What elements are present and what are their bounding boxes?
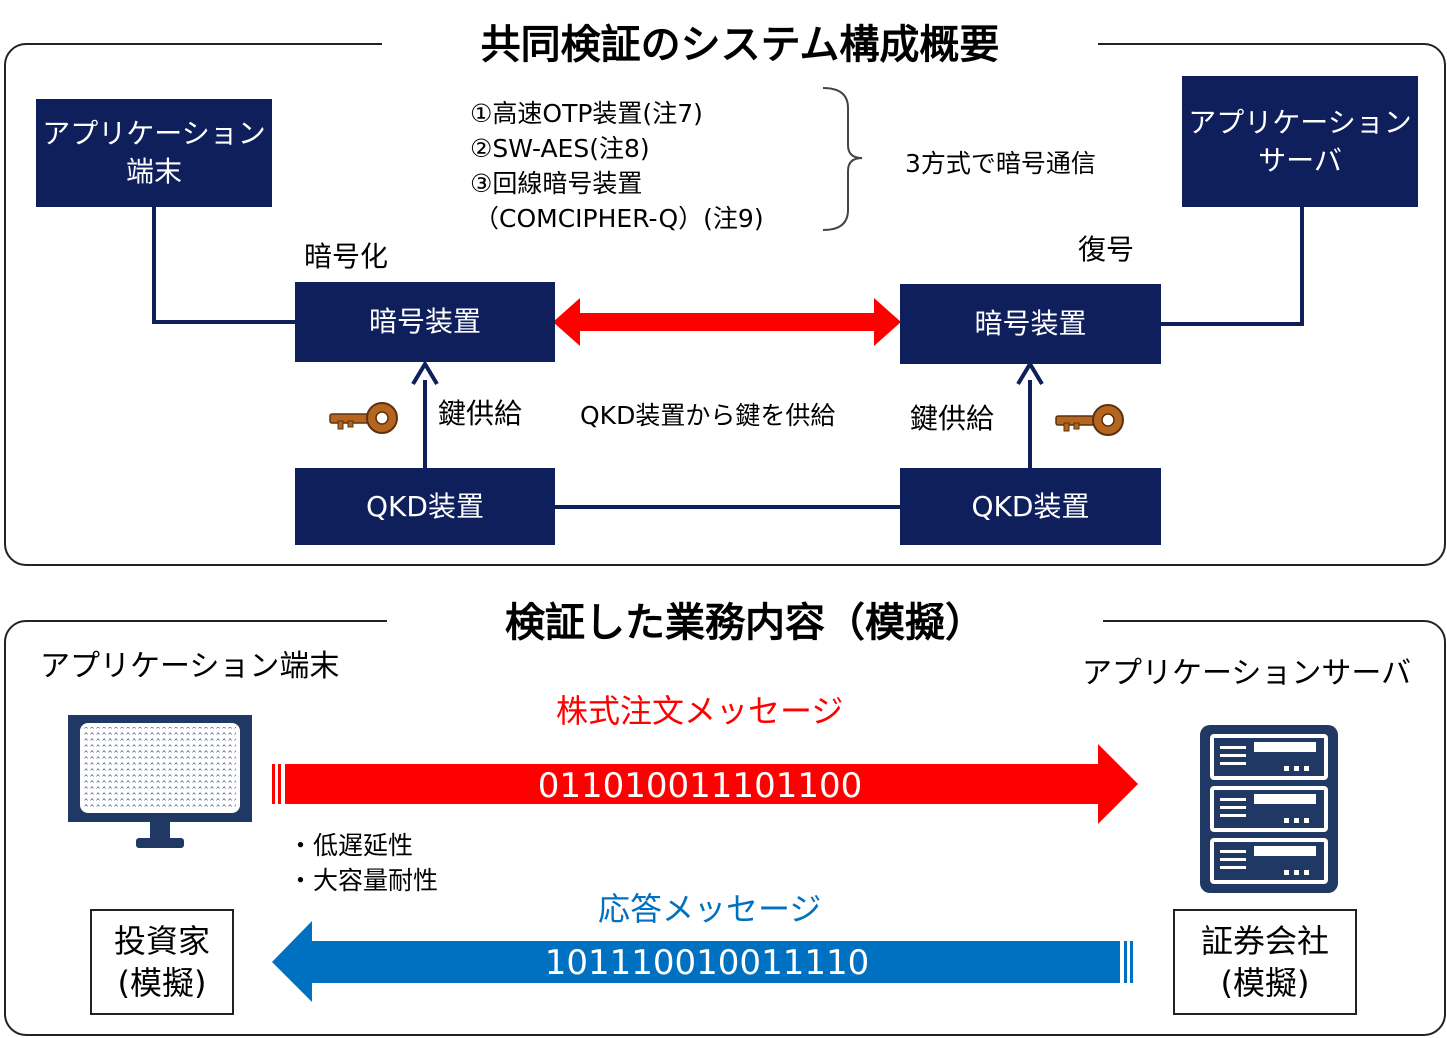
- terminal-caption: アプリケーション端末: [40, 649, 340, 684]
- app-server-label: アプリケーション サーバ: [1188, 105, 1412, 177]
- response-bits: 101110010011110: [544, 943, 870, 983]
- methods-note: 3方式で暗号通信: [905, 149, 1096, 178]
- app-terminal-box: アプリケーション 端末: [36, 99, 272, 207]
- key-supply-left-label: 鍵供給: [438, 397, 523, 430]
- qkd-device-left-label: QKD装置: [366, 489, 484, 523]
- crypto-device-right-label: 暗号装置: [974, 307, 1087, 340]
- order-message-label: 株式注文メッセージ: [556, 692, 844, 730]
- method-3: ③回線暗号装置: [470, 169, 643, 198]
- server-caption: アプリケーションサーバ: [1082, 656, 1412, 691]
- qkd-supply-note: QKD装置から鍵を供給: [580, 401, 836, 430]
- method-2: ②SW-AES(注8): [470, 134, 650, 163]
- response-message-label: 応答メッセージ: [598, 890, 822, 928]
- decrypt-label: 復号: [1078, 233, 1135, 266]
- qkd-device-left: QKD装置: [295, 468, 555, 545]
- crypto-device-right: 暗号装置: [900, 284, 1161, 364]
- method-3-detail: （COMCIPHER-Q）(注9): [474, 204, 764, 233]
- securities-company-label: 証券会社 (模擬): [1200, 922, 1329, 1002]
- order-bits: 011010011101100: [537, 766, 863, 806]
- crypto-device-left-label: 暗号装置: [368, 305, 481, 338]
- feature-high-capacity: ・大容量耐性: [288, 866, 439, 895]
- investor-box: 投資家 (模擬): [90, 909, 234, 1015]
- app-terminal-label: アプリケーション 端末: [42, 117, 266, 188]
- encrypt-label: 暗号化: [304, 240, 389, 273]
- key-supply-right-label: 鍵供給: [910, 402, 995, 435]
- qkd-device-right-label: QKD装置: [971, 489, 1090, 523]
- crypto-device-left: 暗号装置: [295, 282, 555, 362]
- business-simulation-title: 検証した業務内容（模擬）: [387, 600, 1103, 646]
- method-1: ①高速OTP装置(注7): [470, 99, 703, 128]
- feature-low-latency: ・低遅延性: [288, 831, 414, 860]
- qkd-device-right: QKD装置: [900, 468, 1161, 545]
- system-overview-title: 共同検証のシステム構成概要: [382, 22, 1098, 68]
- securities-company-box: 証券会社 (模擬): [1173, 909, 1357, 1015]
- investor-label: 投資家 (模擬): [113, 922, 210, 1002]
- app-server-box: アプリケーション サーバ: [1182, 76, 1418, 207]
